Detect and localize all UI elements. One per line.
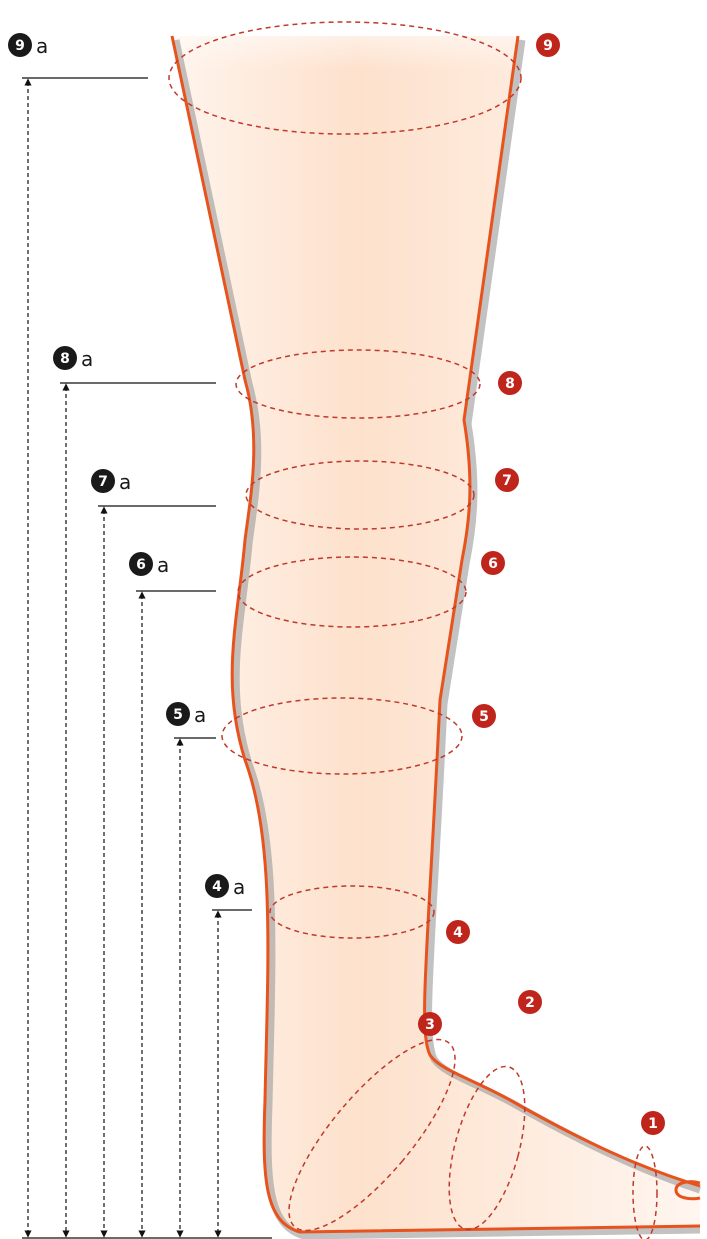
red-marker-5: 5 <box>472 704 496 728</box>
red-marker-1: 1 <box>641 1111 665 1135</box>
red-marker-2: 2 <box>518 990 542 1014</box>
svg-text:6: 6 <box>488 556 498 572</box>
svg-text:a: a <box>157 553 169 577</box>
height-marker-4a: 4 a <box>205 874 245 899</box>
height-marker-5a: 5 a <box>166 702 206 727</box>
height-marker-6a: 6 a <box>129 552 169 577</box>
red-marker-7: 7 <box>495 468 519 492</box>
svg-text:2: 2 <box>525 995 535 1011</box>
svg-text:a: a <box>233 875 245 899</box>
red-marker-6: 6 <box>481 551 505 575</box>
height-marker-8a: 8 a <box>53 346 93 371</box>
svg-text:4: 4 <box>212 879 222 895</box>
svg-text:a: a <box>81 347 93 371</box>
svg-text:7: 7 <box>502 473 512 489</box>
svg-text:6: 6 <box>136 557 146 573</box>
svg-text:4: 4 <box>453 925 463 941</box>
svg-text:a: a <box>119 470 131 494</box>
leg-fill <box>172 36 700 1232</box>
svg-text:9: 9 <box>15 38 25 54</box>
svg-text:5: 5 <box>173 707 183 723</box>
svg-text:a: a <box>194 703 206 727</box>
svg-text:8: 8 <box>60 351 70 367</box>
red-marker-3: 3 <box>418 1012 442 1036</box>
svg-text:9: 9 <box>543 38 553 54</box>
height-marker-7a: 7 a <box>91 469 131 494</box>
svg-text:8: 8 <box>505 376 515 392</box>
svg-text:7: 7 <box>98 474 108 490</box>
svg-text:3: 3 <box>425 1017 435 1033</box>
red-marker-4: 4 <box>446 920 470 944</box>
svg-text:5: 5 <box>479 709 489 725</box>
red-marker-9: 9 <box>536 33 560 57</box>
svg-text:a: a <box>36 34 48 58</box>
red-marker-8: 8 <box>498 371 522 395</box>
svg-text:1: 1 <box>648 1116 658 1132</box>
